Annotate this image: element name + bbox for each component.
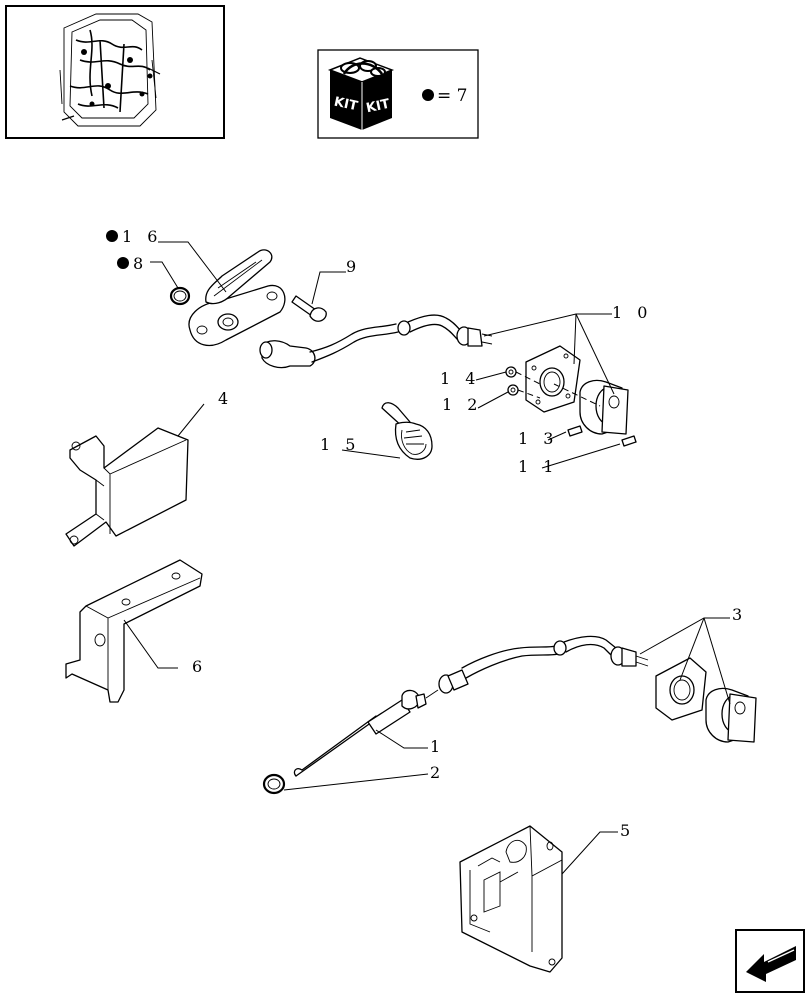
upper-sensor-assembly [169,249,637,447]
clamp-part-15 [381,402,433,460]
kit-marker-16-icon [106,230,118,242]
callout-2: 2 [430,763,445,782]
bracket-part-6 [65,559,203,703]
callout-1: 1 [430,737,445,756]
bracket-part-5 [459,825,563,973]
callout-13: 1 3 [518,429,558,448]
callout-5: 5 [620,821,635,840]
callout-3: 3 [732,605,747,624]
callout-8: 8 [133,254,148,273]
callout-9: 9 [346,257,361,276]
kit-word-left: KIT [333,95,360,115]
kit-box-icon: KIT KIT [327,57,395,130]
tractor-cab-thumbnail-icon [59,13,161,127]
kit-bullet-icon [422,89,434,101]
next-page-arrow-icon [746,946,796,982]
next-page-button[interactable] [735,929,805,993]
callout-15: 1 5 [320,435,360,454]
callout-14: 1 4 [440,369,480,388]
kit-word-right: KIT [365,97,392,117]
kit-marker-8-icon [117,257,129,269]
callout-11: 1 1 [518,457,558,476]
callout-6: 6 [192,657,207,676]
callout-10: 1 0 [612,303,652,322]
callout-labels: 1 6 8 9 1 0 1 4 1 2 1 3 1 1 1 5 4 6 3 1 … [106,227,747,840]
callout-12: 1 2 [442,395,482,414]
thumbnail-frame[interactable] [5,5,225,139]
lower-probe-assembly [262,635,757,795]
bracket-part-4 [65,427,189,547]
callout-4: 4 [218,389,233,408]
leader-lines [123,241,731,875]
callout-16: 1 6 [122,227,162,246]
kit-legend: KIT KIT = 7 [317,49,479,139]
kit-equals-seven: = 7 [437,86,467,106]
